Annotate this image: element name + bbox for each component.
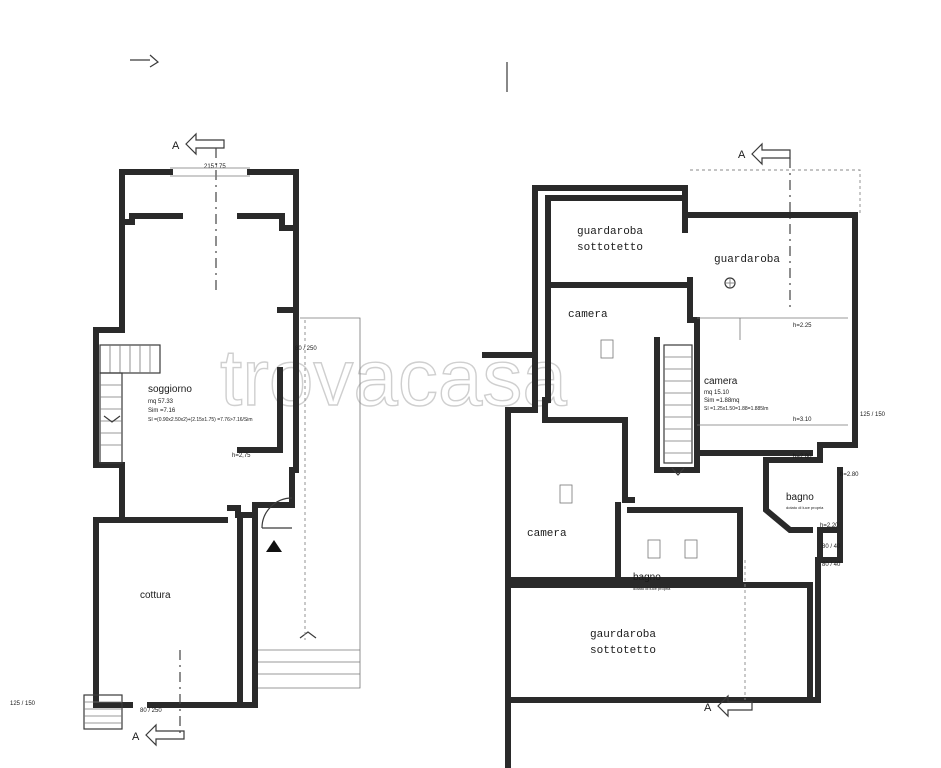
room-camera-main-sim: Sim =1.88mq bbox=[704, 398, 740, 404]
entrance-marker-icon bbox=[266, 540, 282, 552]
room-bagno-center: bagno bbox=[633, 572, 661, 583]
room-gaurdaroba-bottom-2: sottotetto bbox=[590, 645, 656, 657]
room-camera-main: camera bbox=[704, 376, 738, 387]
room-soggiorno-label: soggiorno bbox=[148, 384, 192, 395]
wall bbox=[119, 169, 183, 225]
room-camera-main-area: mq 15.10 bbox=[704, 390, 730, 396]
room-gaurdaroba-bottom-1: gaurdaroba bbox=[590, 629, 656, 641]
height-3: h=2.80 bbox=[793, 454, 812, 460]
left-floor-plan: A 215 / 75 bbox=[10, 54, 361, 747]
dim-right-2: 80 / 40 bbox=[822, 544, 841, 550]
top-section-mark-left bbox=[130, 54, 160, 68]
window-symbol bbox=[600, 339, 614, 359]
right-floor-plan: A bbox=[482, 62, 886, 768]
svg-text:A: A bbox=[738, 149, 746, 161]
room-soggiorno-si: SI =(0.90x2.50x2)+(2.15x1.75) =7.76>7.16… bbox=[148, 417, 253, 423]
room-soggiorno-area: mq 57.33 bbox=[148, 399, 174, 405]
dim-right-3: 80 / 40 bbox=[822, 562, 841, 568]
room-bagno-right-note: dotato di luce propria bbox=[786, 505, 824, 510]
stair-left bbox=[99, 344, 161, 464]
room-bagno-right: bagno bbox=[786, 492, 814, 503]
dim-far-left: 125 / 150 bbox=[10, 701, 36, 707]
stair-right bbox=[663, 344, 693, 476]
height-1: h=2.25 bbox=[793, 323, 812, 329]
room-camera-main-si: SI =1.25x1.50=1.88=1.885lm bbox=[704, 406, 768, 412]
dim-bottom-left: 80 / 250 bbox=[140, 708, 162, 714]
dim-right-1: 125 / 150 bbox=[860, 412, 886, 418]
section-label: A bbox=[172, 140, 180, 152]
height-left: h=2,75 bbox=[232, 453, 251, 459]
room-camera-left: camera bbox=[527, 528, 567, 540]
section-arrow-top-left: A bbox=[172, 132, 225, 290]
dim-right-left: 80 / 250 bbox=[295, 346, 317, 352]
room-guardaroba-sottotetto-top-2: sottotetto bbox=[577, 242, 643, 254]
room-bagno-center-note: dotato di luce propria bbox=[633, 586, 671, 591]
dim-top-left: 215 / 75 bbox=[204, 164, 226, 170]
height-4: h=2.80 bbox=[840, 472, 859, 478]
svg-text:A: A bbox=[132, 731, 140, 743]
room-cottura-label: cottura bbox=[140, 590, 171, 601]
stair-bottom-left bbox=[83, 694, 123, 730]
svg-text:A: A bbox=[704, 702, 712, 714]
room-camera-top: camera bbox=[568, 309, 608, 321]
section-arrow-bottom-right: A bbox=[704, 694, 753, 718]
section-arrow-top-right: A bbox=[738, 142, 791, 310]
height-2: h=3.10 bbox=[793, 417, 812, 423]
room-soggiorno-sim: Sim =7.16 bbox=[148, 408, 176, 414]
room-guardaroba-sottotetto-top-1: guardaroba bbox=[577, 226, 643, 238]
height-5: h=2.20 bbox=[820, 523, 839, 529]
section-arrow-bottom-left: A bbox=[132, 723, 185, 747]
room-guardaroba: guardaroba bbox=[714, 254, 780, 266]
